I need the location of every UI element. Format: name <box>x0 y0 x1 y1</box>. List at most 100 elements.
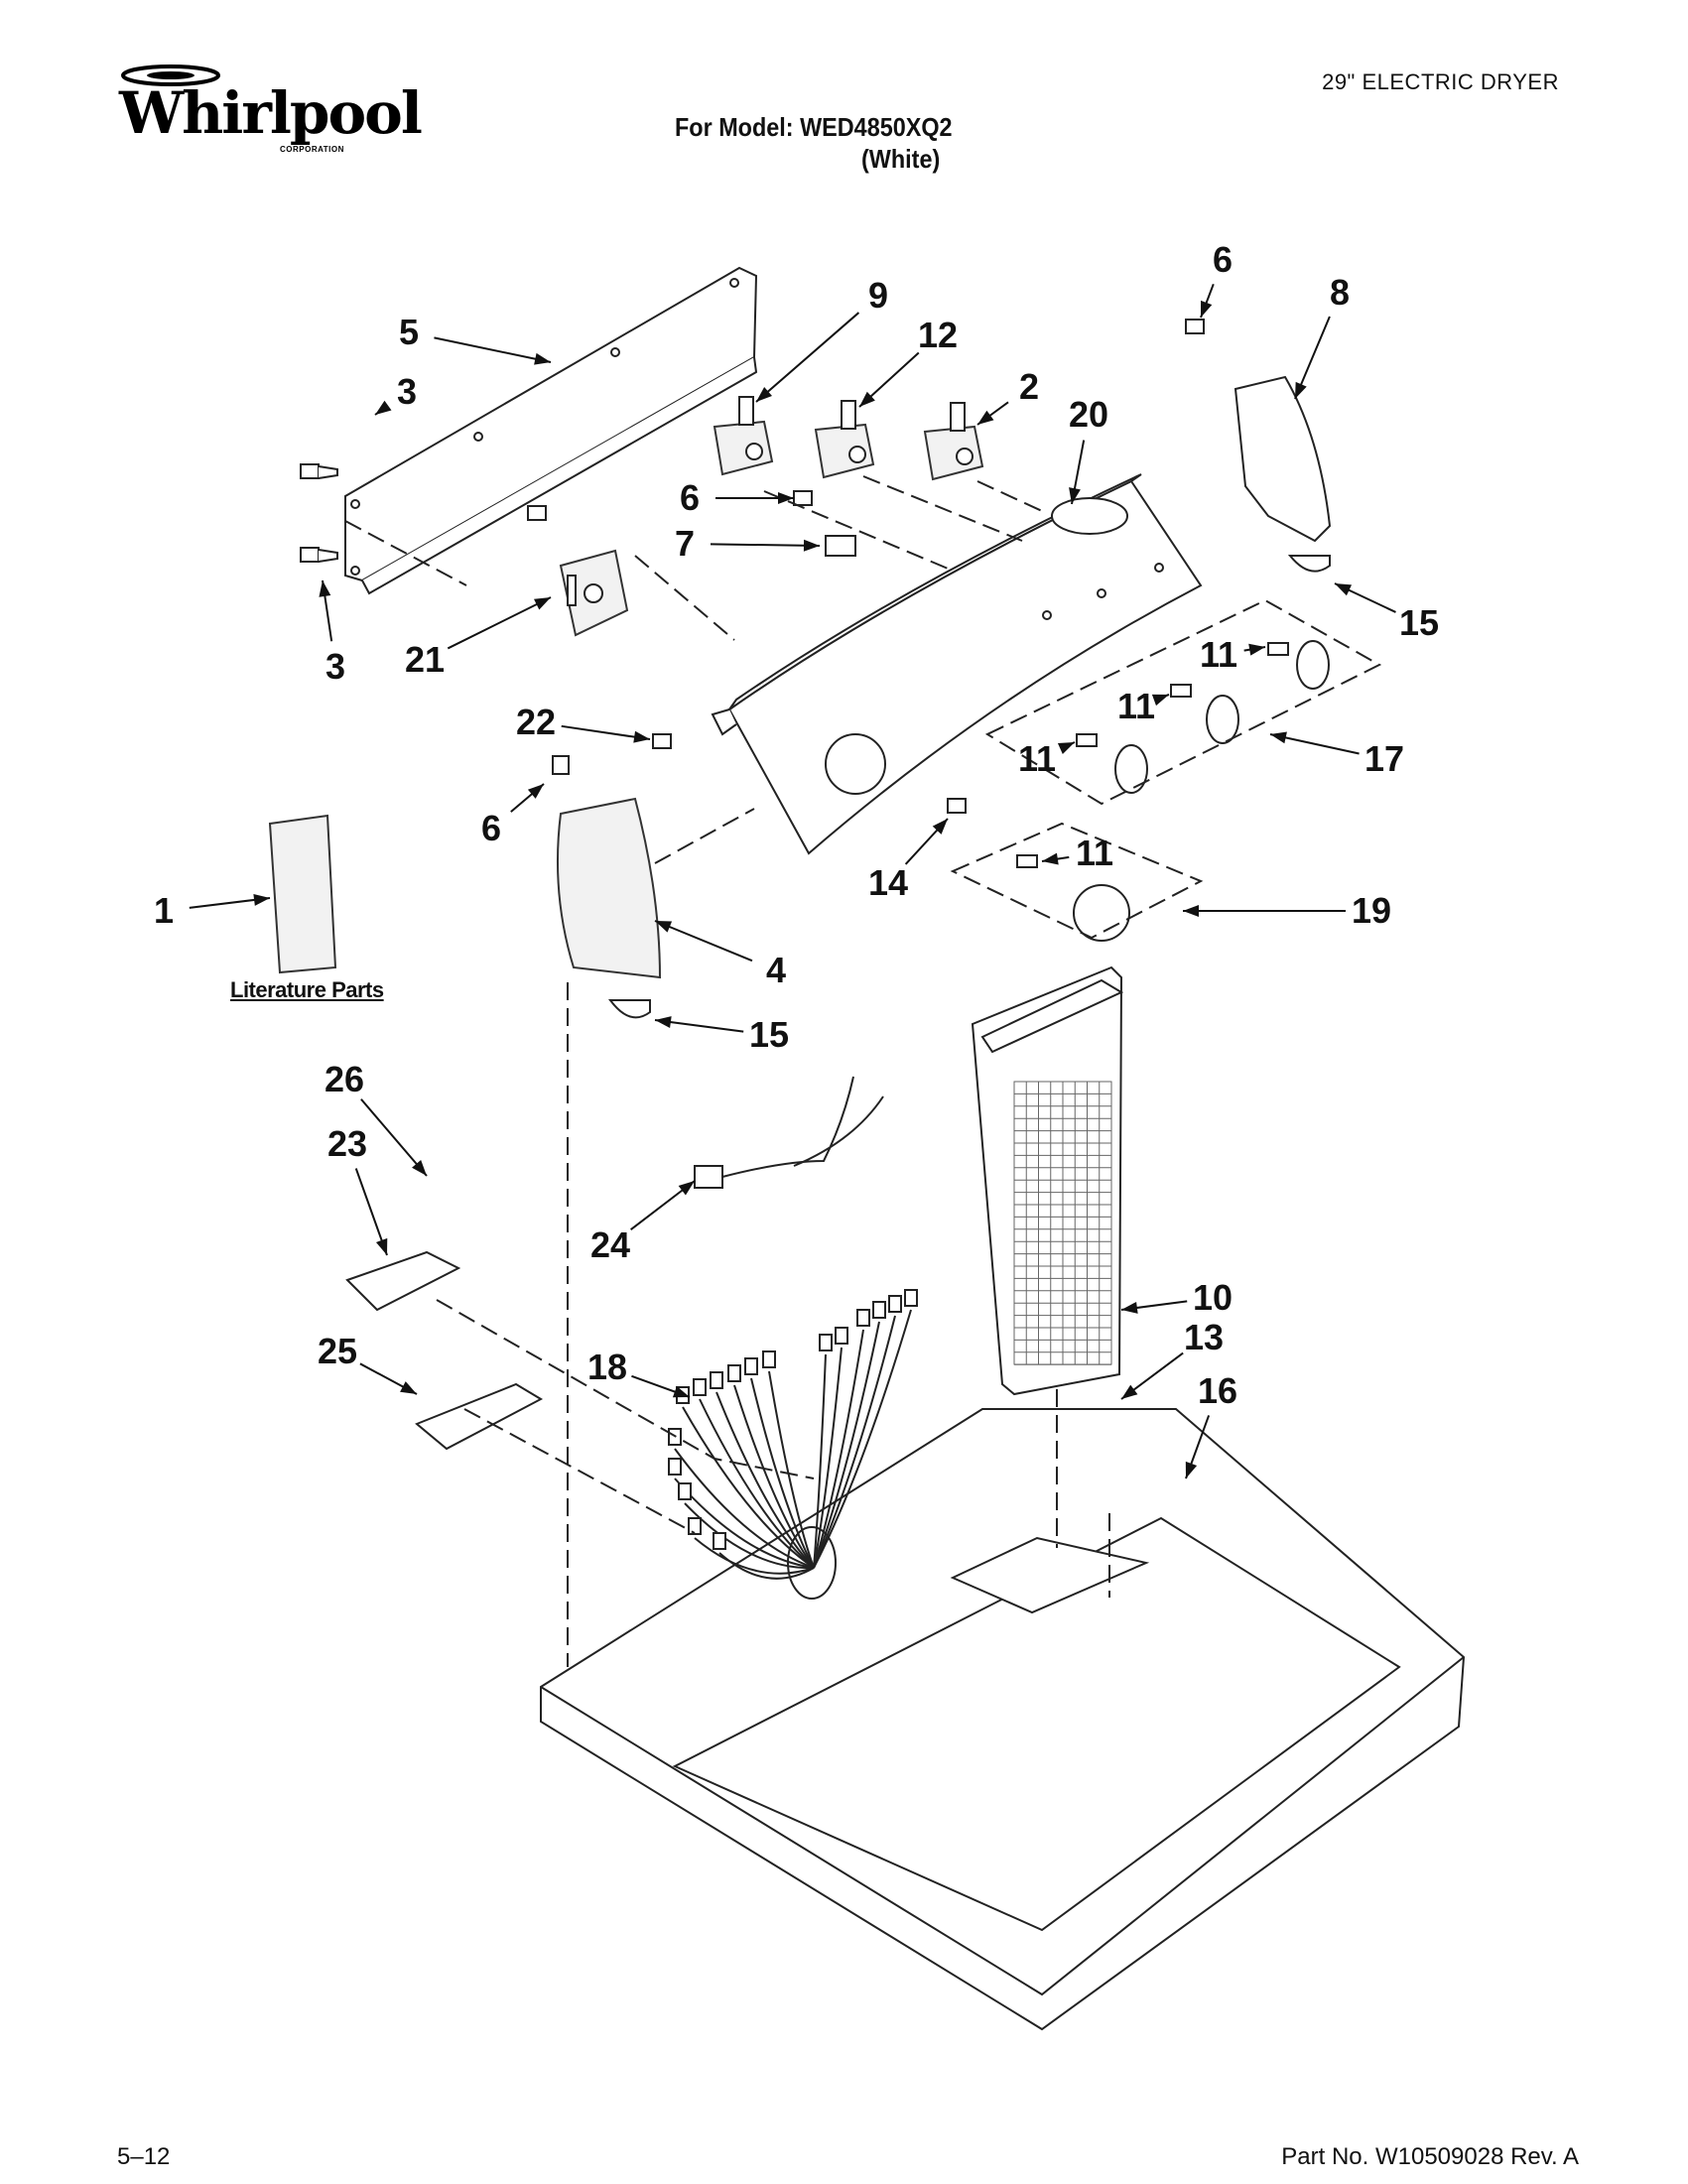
bushing-part <box>1267 642 1289 656</box>
arrowhead-icon <box>678 1181 695 1196</box>
arrowhead-icon <box>655 921 673 933</box>
arrowhead-icon <box>1270 731 1287 744</box>
callout-13: 13 <box>1183 1317 1225 1357</box>
screw-icon <box>652 733 672 749</box>
wire <box>768 1370 815 1569</box>
literature-part <box>268 814 337 974</box>
callout-5: 5 <box>398 312 420 352</box>
wire-terminal <box>710 1371 723 1389</box>
callout-1: 1 <box>153 890 175 931</box>
screw-icon <box>552 755 570 775</box>
lint-screen-part <box>971 965 1124 1396</box>
lint-mesh <box>1014 1082 1111 1365</box>
brand-subtitle: CORPORATION <box>280 145 344 154</box>
wire-terminal <box>835 1327 848 1345</box>
arrowhead-icon <box>253 893 270 906</box>
callout-10: 10 <box>1192 1277 1234 1318</box>
leader-line <box>755 312 860 403</box>
literature-parts-label: Literature Parts <box>230 977 384 1002</box>
bushing-part <box>1170 684 1192 698</box>
arrowhead-icon <box>672 1385 690 1398</box>
switch-part <box>713 396 774 476</box>
callout-12: 12 <box>917 315 959 355</box>
callout-21: 21 <box>404 639 446 680</box>
wire <box>718 1552 815 1580</box>
callout-11: 11 <box>1199 634 1238 675</box>
screw-icon <box>527 505 547 521</box>
callout-7: 7 <box>674 523 696 564</box>
callout-23: 23 <box>326 1123 368 1164</box>
arrowhead-icon <box>527 784 544 799</box>
console-panel-part <box>711 473 1203 855</box>
end-cap-part <box>1234 375 1332 543</box>
date-code: 5–12 <box>117 2143 171 2170</box>
screw-icon <box>1185 319 1205 334</box>
arrowhead-icon <box>534 597 551 610</box>
wire <box>813 1347 843 1569</box>
leader-line <box>434 336 552 363</box>
arrowhead-icon <box>1183 905 1199 917</box>
knob-part <box>1206 695 1239 744</box>
wire-terminal <box>713 1532 726 1550</box>
arrowhead-icon <box>1069 487 1081 504</box>
leader-line <box>654 920 753 963</box>
arrowhead-icon <box>1151 694 1169 707</box>
wire-terminal <box>693 1378 707 1396</box>
timer-part <box>559 549 629 637</box>
bracket-part <box>345 1250 461 1312</box>
arrowhead-icon <box>1335 583 1353 596</box>
wire-terminal <box>819 1334 833 1351</box>
callout-22: 22 <box>515 702 557 742</box>
wire-terminal <box>888 1295 902 1313</box>
arrowhead-icon <box>778 492 794 504</box>
arrowhead-icon <box>803 539 820 552</box>
product-type: 29" ELECTRIC DRYER <box>1322 69 1559 94</box>
arrowhead-icon <box>1057 742 1075 755</box>
callout-9: 9 <box>867 275 889 316</box>
wire <box>813 1353 827 1569</box>
arrowhead-icon <box>375 400 392 415</box>
callout-6: 6 <box>679 477 701 518</box>
arrowhead-icon <box>1121 1301 1138 1314</box>
callout-26: 26 <box>324 1059 365 1099</box>
arrowhead-icon <box>1121 1384 1138 1399</box>
callout-2: 2 <box>1018 366 1040 407</box>
wire <box>813 1329 864 1569</box>
arrowhead-icon <box>375 1237 388 1255</box>
arrowhead-icon <box>859 391 875 407</box>
bushing-part <box>1016 854 1038 868</box>
arrowhead-icon <box>633 730 650 743</box>
arrowhead-icon <box>1201 300 1213 318</box>
leader-line <box>360 1098 428 1177</box>
callout-20: 20 <box>1068 394 1109 435</box>
callout-11: 11 <box>1017 738 1057 779</box>
arrowhead-icon <box>400 1381 417 1394</box>
screw-icon <box>947 798 967 814</box>
clip-part <box>608 999 651 1019</box>
wire <box>813 1309 912 1569</box>
wire-terminal <box>744 1357 758 1375</box>
callout-24: 24 <box>589 1224 631 1265</box>
screw-icon <box>793 490 813 506</box>
arrowhead-icon <box>412 1159 427 1176</box>
arrowhead-icon <box>756 386 773 402</box>
arrowhead-icon <box>319 580 331 597</box>
wire-terminal <box>668 1458 682 1476</box>
wire <box>813 1321 880 1569</box>
wire <box>813 1315 896 1569</box>
wire-terminal <box>727 1364 741 1382</box>
model-number: For Model: WED4850XQ2 <box>675 112 953 142</box>
wire-terminal <box>688 1517 702 1535</box>
wire-terminal <box>856 1309 870 1327</box>
wire-terminal <box>904 1289 918 1307</box>
wire-terminal <box>762 1350 776 1368</box>
wire-terminal <box>872 1301 886 1319</box>
wire-terminal <box>678 1482 692 1500</box>
switch-part <box>923 402 984 481</box>
arrowhead-icon <box>1042 852 1059 865</box>
logo-swirl-icon <box>121 64 220 86</box>
screw-icon <box>300 547 338 563</box>
wire <box>674 1448 815 1569</box>
screw-icon <box>300 463 338 479</box>
